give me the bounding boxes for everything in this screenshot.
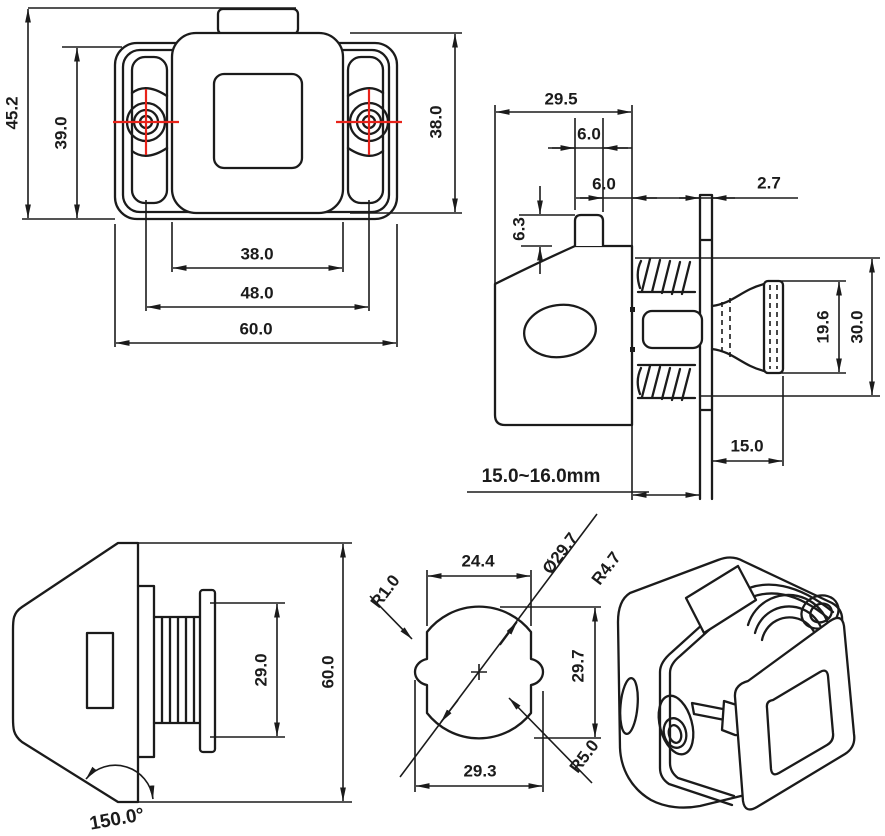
dim-diameter-line bbox=[399, 513, 598, 778]
dim-angle-arc bbox=[85, 764, 155, 800]
front-crosshair-right bbox=[336, 89, 402, 155]
side-knob-spool bbox=[710, 282, 766, 373]
dim-knob-overall-height: 30.0 bbox=[847, 310, 866, 343]
dim-overall-width: 60.0 bbox=[239, 319, 272, 338]
ext-6-0-upper bbox=[574, 118, 604, 212]
profile-view: 29.0 60.0 150.0° bbox=[11, 541, 352, 835]
iso-boss-mid bbox=[662, 717, 688, 749]
dim-lug-radius: R5.0 bbox=[566, 736, 603, 776]
dim-pocket-height: 6.3 bbox=[509, 217, 528, 241]
ext-38-bottom bbox=[171, 222, 344, 272]
iso-boss-hole bbox=[667, 724, 683, 744]
profile-slot bbox=[85, 631, 115, 710]
side-pin-stop-bottom bbox=[630, 347, 635, 352]
dim-diameter-arrow-lower bbox=[440, 699, 459, 723]
profile-flange-plate bbox=[198, 588, 217, 754]
iso-knob-end-inner bbox=[809, 602, 833, 624]
ext-48 bbox=[145, 200, 370, 311]
dim-lip-thickness: 2.7 bbox=[757, 173, 781, 192]
ext-60-profile bbox=[118, 542, 352, 803]
dim-pocket-width: 6.0 bbox=[577, 124, 601, 143]
front-boss-left-arcs bbox=[130, 87, 169, 157]
ext-24-4 bbox=[426, 570, 532, 626]
side-threads-upper bbox=[636, 257, 697, 296]
dim-base-angle: 150.0° bbox=[88, 804, 146, 834]
dim-bore-height: 29.7 bbox=[568, 649, 587, 682]
front-crosshair-left bbox=[113, 89, 179, 155]
front-recess-right bbox=[346, 55, 385, 205]
dim-diameter-arrow-upper bbox=[499, 621, 518, 646]
dim-body-height: 60.0 bbox=[318, 655, 337, 688]
side-panel-plate bbox=[698, 193, 714, 501]
dim-panel-thickness-range: 15.0~16.0mm bbox=[482, 466, 601, 487]
dim-barrel-height: 29.0 bbox=[251, 653, 270, 686]
dim-bore-diameter: Ø29.7 bbox=[539, 529, 582, 577]
dim-cutout-width: 29.3 bbox=[463, 761, 496, 780]
dim-knob-face-height: 19.6 bbox=[813, 310, 832, 343]
profile-body bbox=[11, 541, 140, 804]
side-plunger-pin bbox=[641, 309, 704, 350]
iso-button-recess bbox=[765, 669, 835, 776]
iso-boss-outer bbox=[657, 694, 695, 756]
dim-overall-height: 45.2 bbox=[2, 96, 21, 129]
dim-notch-radius: R1.0 bbox=[367, 571, 404, 611]
side-threads-lower bbox=[636, 363, 697, 402]
dim-transition-radius: R4.7 bbox=[588, 548, 625, 588]
iso-side-oval-hole bbox=[619, 676, 639, 736]
dim-housing-height: 38.0 bbox=[426, 105, 445, 138]
side-pin-stop-top bbox=[630, 307, 635, 312]
side-oval-hole bbox=[523, 303, 597, 359]
isometric-view bbox=[616, 556, 856, 811]
side-latch-pocket bbox=[573, 213, 605, 246]
front-push-button bbox=[212, 72, 304, 170]
leader-r5-0 bbox=[508, 697, 593, 784]
ext-29-profile bbox=[210, 602, 285, 738]
ext-60 bbox=[114, 224, 398, 347]
front-top-tab bbox=[216, 7, 300, 36]
iso-top-patch bbox=[684, 564, 758, 635]
leader-r1-0 bbox=[369, 595, 413, 640]
side-body bbox=[493, 244, 634, 427]
ext-29-5 bbox=[494, 105, 633, 284]
dim-flange-height: 39.0 bbox=[51, 116, 70, 149]
side-knob-cap bbox=[762, 279, 785, 375]
dim-hole-spacing: 48.0 bbox=[240, 283, 273, 302]
ext-19-6 bbox=[770, 280, 846, 374]
ext-6-3 bbox=[519, 214, 575, 247]
side-section-view: 29.5 6.3 6.0 6.0 2.7 19.6 bbox=[467, 89, 880, 501]
cross-section-view: 24.4 29.3 29.7 Ø29.7 R4.7 R1.0 R5.0 bbox=[367, 513, 625, 792]
front-view: 45.2 39.0 38.0 38.0 48.0 60.0 bbox=[2, 7, 462, 347]
front-boss-right-arcs bbox=[346, 87, 385, 157]
ext-29-7 bbox=[500, 606, 601, 739]
dim-body-depth: 29.5 bbox=[544, 89, 577, 108]
iso-button-plate bbox=[733, 616, 856, 811]
dim-flat-width: 24.4 bbox=[461, 551, 495, 570]
profile-rib-block bbox=[152, 615, 202, 725]
profile-collar bbox=[136, 584, 156, 759]
dim-pocket-offset: 6.0 bbox=[592, 174, 616, 193]
dim-knob-depth: 15.0 bbox=[730, 436, 763, 455]
front-housing bbox=[170, 31, 345, 215]
front-recess-left bbox=[130, 55, 169, 205]
ext-29-3 bbox=[414, 680, 544, 792]
dim-housing-width: 38.0 bbox=[240, 244, 273, 263]
